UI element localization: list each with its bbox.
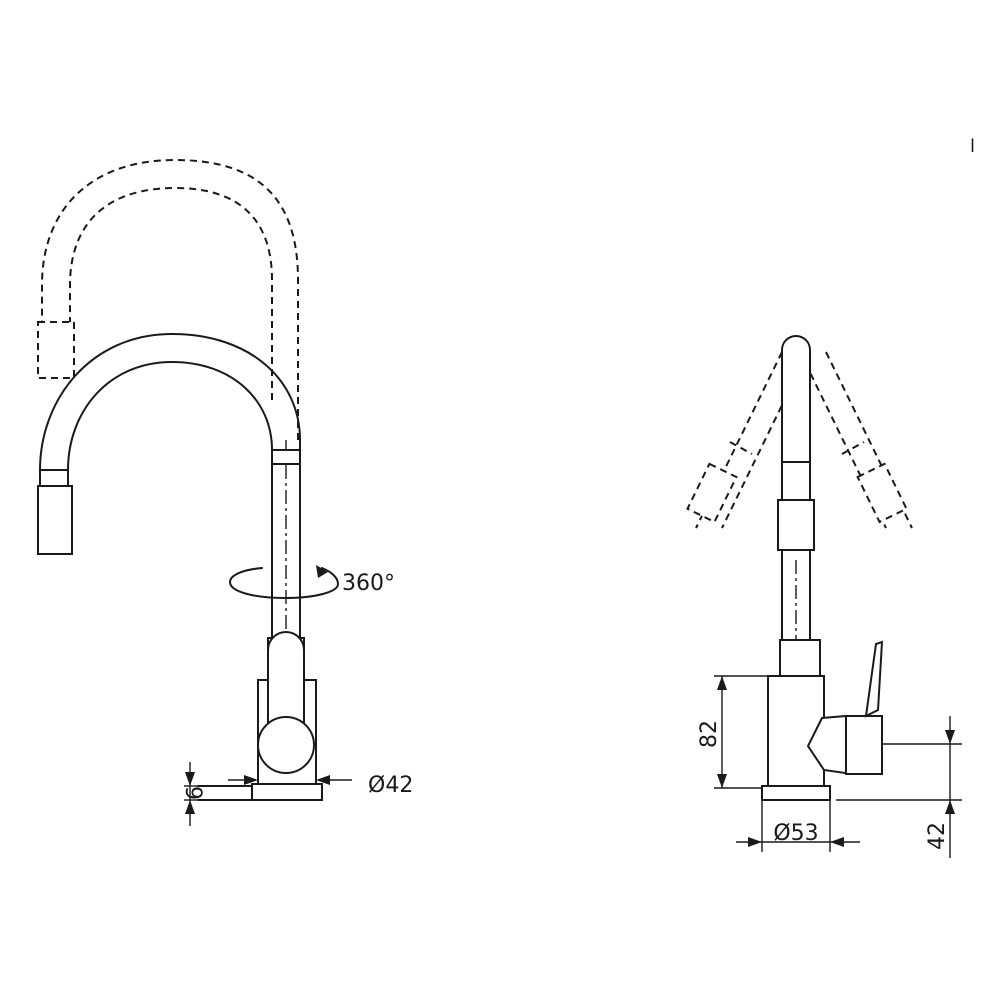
body-height-dimension: 82 xyxy=(697,675,768,789)
alternate-spout-position xyxy=(37,158,299,440)
base-thickness-label: 9 xyxy=(180,786,205,800)
spout-swing-right xyxy=(799,351,913,529)
body-height-label: 82 xyxy=(697,720,722,748)
base-thickness-dimension: 9 xyxy=(180,762,205,826)
front-base-diameter-label: Ø53 xyxy=(773,821,818,846)
front-body xyxy=(761,640,884,801)
rotation-label: 360° xyxy=(342,571,395,596)
rotation-indicator: 360° xyxy=(229,565,395,599)
swivel-spout xyxy=(37,333,301,780)
spray-head xyxy=(37,485,73,555)
front-base-diameter-dimension: Ø53 xyxy=(736,800,860,852)
handle-height-dimension: 42 xyxy=(836,716,962,858)
base-diameter-label: Ø42 xyxy=(368,773,413,798)
spout-swing-left xyxy=(686,351,809,529)
front-spout xyxy=(777,335,821,800)
side-view: 360° Ø42 9 xyxy=(37,158,413,826)
front-view: 82 Ø53 42 xyxy=(686,335,962,858)
handle-height-label: 42 xyxy=(925,822,950,850)
base-diameter-dimension: Ø42 xyxy=(228,773,413,798)
corner-mark: l xyxy=(970,136,975,157)
front-spray-head xyxy=(777,499,815,551)
side-body xyxy=(197,631,323,801)
